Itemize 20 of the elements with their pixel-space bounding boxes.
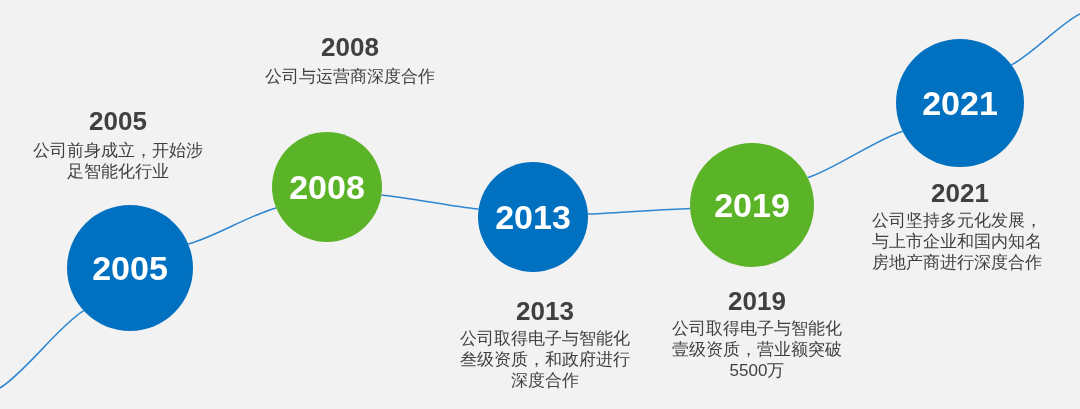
timeline-curve [587, 207, 691, 215]
year-label: 2008 [289, 167, 365, 207]
milestone-text: 公司坚持多元化发展，与上市企业和国内知名房地产商进行深度合作 [872, 210, 1043, 273]
timeline-curve [380, 194, 480, 210]
year-label: 2021 [922, 83, 998, 123]
timeline-curve [187, 207, 277, 245]
milestone-text: 公司与运营商深度合作 [265, 66, 435, 87]
year-heading: 2021 [931, 178, 989, 209]
year-heading: 2008 [321, 32, 379, 63]
year-heading: 2019 [728, 286, 786, 317]
year-heading: 2005 [89, 106, 147, 137]
milestone-text: 公司取得电子与智能化叁级资质，和政府进行深度合作 [459, 328, 631, 391]
year-label: 2013 [495, 197, 571, 237]
milestone-text: 公司取得电子与智能化壹级资质，营业额突破5500万 [671, 318, 843, 381]
year-label: 2019 [714, 185, 790, 225]
timeline-curve [1010, 13, 1080, 66]
year-label: 2005 [92, 248, 168, 288]
timeline-curve [0, 310, 85, 389]
milestone-text: 公司前身成立，开始涉足智能化行业 [32, 140, 204, 182]
year-heading: 2013 [516, 296, 574, 327]
